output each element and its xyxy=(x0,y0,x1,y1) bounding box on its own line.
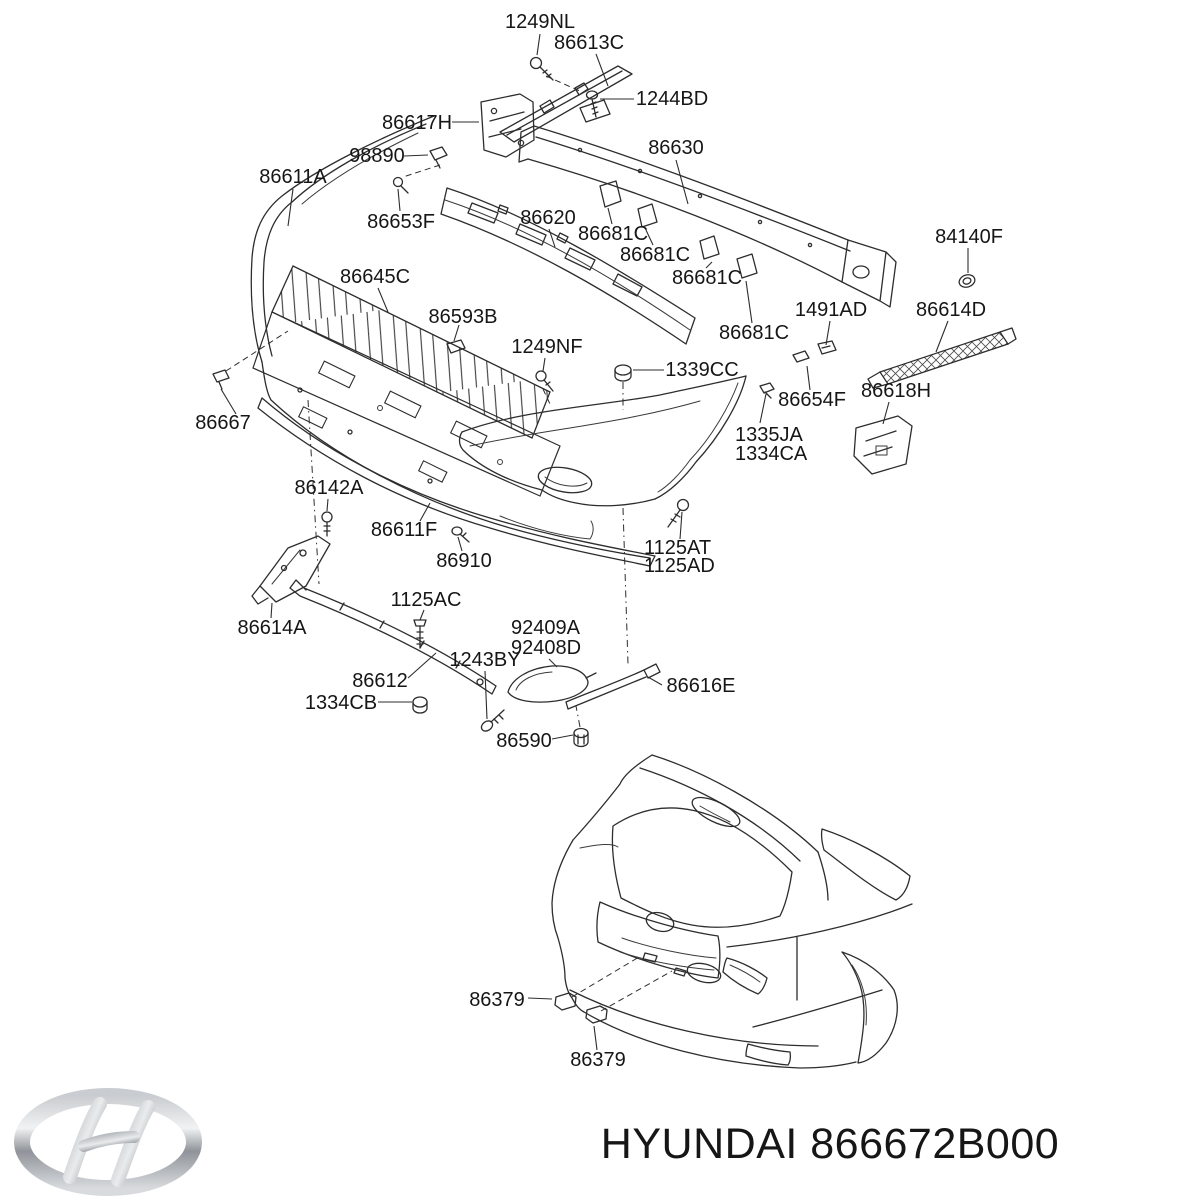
part-label-1335ja: 1335JA xyxy=(735,424,803,446)
part-label-1249nf: 1249NF xyxy=(511,336,582,358)
screw-1335ja-art xyxy=(759,382,775,399)
back-beam-86630-art xyxy=(518,99,897,308)
part-label-1249nl: 1249NL xyxy=(505,11,575,33)
part-label-86681c-4: 86681C xyxy=(719,322,789,344)
part-label-86614d: 86614D xyxy=(916,299,986,321)
nut-1334cb-art xyxy=(412,696,428,714)
part-label-86630: 86630 xyxy=(648,137,704,159)
hyundai-logo xyxy=(14,1088,202,1196)
part-label-1491ad: 1491AD xyxy=(795,299,867,321)
rail-86614d-art xyxy=(867,327,1017,389)
clip-86667-art xyxy=(212,369,230,390)
part-label-86611a: 86611A xyxy=(259,166,327,188)
screw-1249nl-art xyxy=(529,56,554,81)
part-label-86142a: 86142A xyxy=(295,477,365,499)
bolt-1243by-art xyxy=(480,709,505,732)
screw-1249nf-art xyxy=(535,370,554,392)
part-label-86645c: 86645C xyxy=(340,266,410,288)
part-label-86616e: 86616E xyxy=(667,675,736,697)
part-label-1125ac: 1125AC xyxy=(391,589,462,611)
part-label-86613c: 86613C xyxy=(554,32,624,54)
bumper-cover-86611a-art xyxy=(250,115,651,559)
part-label-86614a: 86614A xyxy=(238,617,308,639)
part-label-84140f: 84140F xyxy=(935,226,1003,248)
part-label-86379-1: 86379 xyxy=(469,989,525,1011)
clip-86654f-art xyxy=(792,350,810,363)
part-label-1334ca: 1334CA xyxy=(735,443,808,465)
screw-86142a-art xyxy=(321,511,333,537)
part-label-1334cb: 1334CB xyxy=(305,692,377,714)
part-label-86618h: 86618H xyxy=(861,380,931,402)
lower-strip-86611f-art xyxy=(257,397,656,567)
part-label-1243by: 1243BY xyxy=(449,649,520,671)
part-label-86612: 86612 xyxy=(352,670,408,692)
strip-86616e-art xyxy=(565,663,661,710)
part-label-86379-2: 86379 xyxy=(570,1049,626,1071)
clip-86590-art xyxy=(573,727,589,748)
part-label-86617h: 86617H xyxy=(382,112,452,134)
part-label-1244bd: 1244BD xyxy=(636,88,708,110)
part-label-86620: 86620 xyxy=(520,207,576,229)
rear-car-illustration xyxy=(551,754,913,1069)
part-label-92409a: 92409A xyxy=(511,617,581,639)
part-label-1125at: 1125AT xyxy=(644,537,711,559)
part-label-86593b: 86593B xyxy=(429,306,498,328)
part-label-98890: 98890 xyxy=(349,145,405,167)
part-label-86667: 86667 xyxy=(195,412,251,434)
bolt-86910-art xyxy=(451,526,470,543)
bolt-1125at-art xyxy=(667,498,690,528)
grommet-84140f-art xyxy=(958,274,976,288)
rail-86612-art xyxy=(289,579,497,695)
bracket-86617h-art xyxy=(480,93,535,158)
bolt-1125ac-art xyxy=(413,619,427,649)
leader-lines xyxy=(220,33,969,1051)
construction-lines xyxy=(225,75,673,1012)
cover-92409a-art xyxy=(507,665,597,703)
rail-86613c-art xyxy=(499,65,633,143)
clip-98890-art xyxy=(429,146,448,169)
step-cover-86645c-art xyxy=(252,265,561,497)
bracket-86614a-art xyxy=(251,535,331,605)
part-label-86654f: 86654F xyxy=(778,389,846,411)
part-label-86681c-3: 86681C xyxy=(672,267,742,289)
clip-86653f-art xyxy=(392,176,409,194)
part-label-1339cc: 1339CC xyxy=(665,359,738,381)
clip-1491ad-art xyxy=(817,340,837,355)
part-label-92408d: 92408D xyxy=(511,637,581,659)
part-label-86681c-2: 86681C xyxy=(620,244,690,266)
part-label-1125ad: 1125AD xyxy=(644,555,715,577)
part-label-86653f: 86653F xyxy=(367,211,435,233)
clip-86593b-art xyxy=(446,339,466,354)
bracket-86618h-art xyxy=(853,415,913,475)
part-label-86611f: 86611F xyxy=(371,519,437,541)
nut-1339cc-art xyxy=(614,364,632,382)
part-labels: 1249NL 86613C 1244BD 86617H 86630 98890 … xyxy=(195,11,1003,1071)
rear-fascia-art xyxy=(458,375,747,540)
footer-part-number-text: HYUNDAI 866672B000 xyxy=(601,1120,1059,1168)
part-label-86910: 86910 xyxy=(436,550,492,572)
absorber-86620-art xyxy=(440,187,696,345)
part-label-86590: 86590 xyxy=(496,730,552,752)
part-label-86681c-1: 86681C xyxy=(578,223,648,245)
